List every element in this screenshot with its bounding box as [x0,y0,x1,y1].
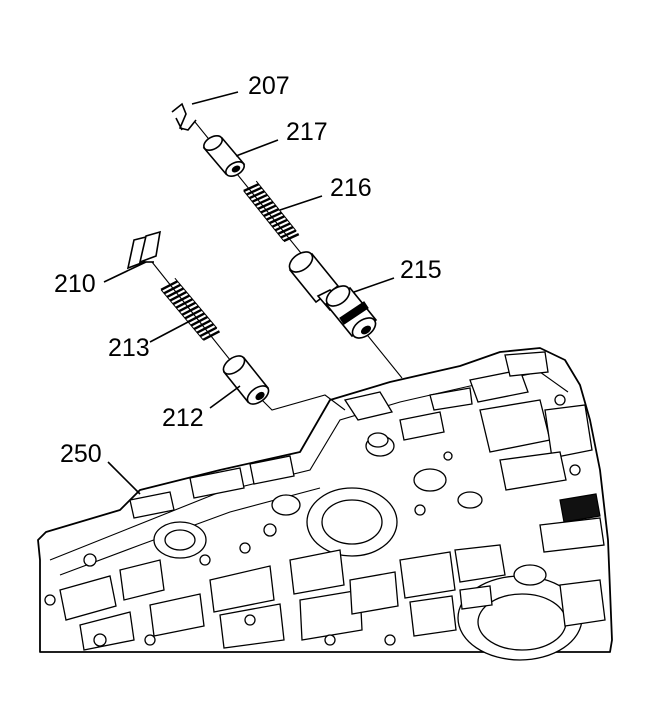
spring-coil [277,225,294,235]
retainer-clip-210 [126,230,161,270]
callout-215: 215 [400,256,442,284]
spring-coil [246,186,263,196]
coil-spring-216 [243,180,300,243]
spring-coil [251,193,268,203]
callout-250: 250 [60,440,102,468]
spring-coil [263,208,280,218]
spring-coil [187,312,206,323]
callout-207: 207 [248,72,290,100]
spring-coil [243,183,260,193]
callout-labels: 207 217 216 215 210 213 212 250 [54,72,442,468]
spring-coil [199,326,218,338]
spring-coil [257,200,274,210]
spring-coil [163,283,182,295]
callout-217: 217 [286,118,328,146]
callout-213: 213 [108,334,150,362]
coil-spring-213 [160,277,221,341]
spring-coil [266,211,283,221]
spring-coil [280,229,297,239]
callout-212: 212 [162,404,204,432]
spring-coil [248,190,265,200]
spring-coil [184,308,203,320]
spring-coil [178,301,197,313]
spring-coil [193,319,212,331]
spring-coil [283,233,300,243]
spring-coil [172,294,191,306]
valve-plug-217 [202,134,246,178]
retainer-clip-207 [171,102,197,131]
spool-valve-215 [288,251,378,339]
spring-coil [175,298,194,309]
spring-coil [169,290,188,302]
spring-coil [274,222,291,232]
leader-lines [103,91,395,495]
spring-coil [254,197,271,207]
spring-coil [160,280,179,291]
assembly-centerlines [151,121,403,411]
spring-edge [160,289,204,341]
spring-coil [271,218,288,228]
spring-coil [166,287,185,298]
spring-coil [268,215,285,225]
spring-coil [202,330,221,341]
spring-edge [174,277,218,329]
spool-valve-212 [222,355,270,405]
spring-edge [255,180,297,232]
callout-210: 210 [54,270,96,298]
callout-216: 216 [330,174,372,202]
spring-coil [190,315,209,327]
valve-body-casting [37,347,613,661]
spring-coil [196,323,215,334]
spring-coil [260,204,277,214]
spring-coil [181,305,200,316]
spring-edge [243,190,285,242]
